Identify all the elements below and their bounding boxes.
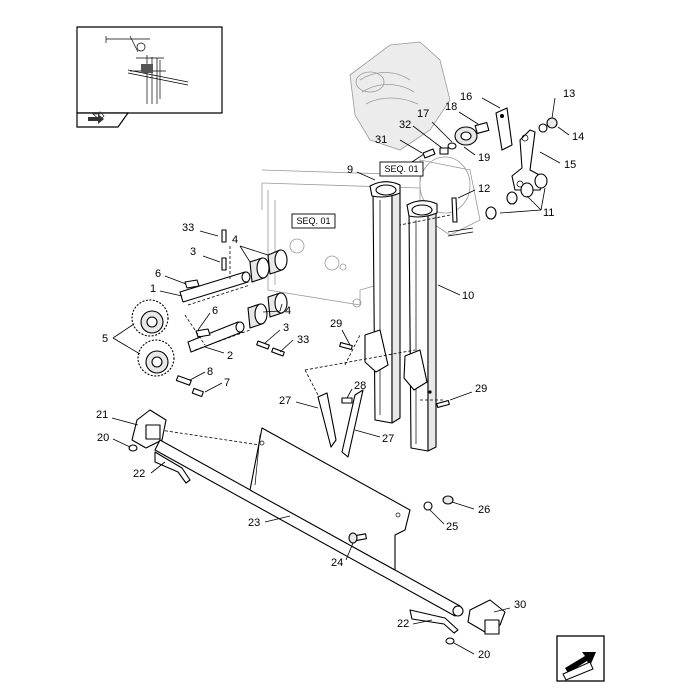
bolts-28-29 [339, 341, 450, 409]
callout-22-left[interactable]: 22 [133, 468, 145, 480]
seq-reference-mid-label: SEQ. 01 [296, 216, 330, 226]
callout-13[interactable]: 13 [563, 88, 575, 100]
shaft-1 [179, 271, 251, 303]
seq-reference-top-label: SEQ. 01 [384, 164, 418, 174]
seq-reference-top[interactable]: SEQ. 01 [379, 149, 431, 177]
nut-13-14 [538, 117, 558, 133]
washers-11 [485, 173, 548, 220]
callout-16[interactable]: 16 [460, 91, 472, 103]
bearing-assembly [422, 122, 490, 159]
callout-24[interactable]: 24 [331, 557, 343, 569]
link-plate-16 [495, 107, 513, 151]
clip-22-left [154, 451, 191, 484]
callout-12[interactable]: 12 [478, 183, 490, 195]
callout-5[interactable]: 5 [102, 333, 108, 345]
bolt-24 [348, 532, 367, 544]
washer-25-26 [423, 495, 454, 511]
callout-21[interactable]: 21 [96, 409, 108, 421]
clip-22-right [409, 609, 459, 645]
callout-4-top[interactable]: 4 [232, 234, 238, 246]
callout-18[interactable]: 18 [445, 101, 457, 113]
callout-20-left[interactable]: 20 [97, 432, 109, 444]
callout-4-bottom[interactable]: 4 [285, 305, 291, 317]
pins-small [175, 229, 285, 398]
callout-14[interactable]: 14 [572, 131, 584, 143]
callout-32[interactable]: 32 [399, 119, 411, 131]
callout-31[interactable]: 31 [375, 134, 387, 146]
pin-12 [447, 197, 474, 237]
frame-ghost [261, 41, 481, 308]
callout-33-top[interactable]: 33 [182, 222, 194, 234]
callout-27-right[interactable]: 27 [382, 433, 394, 445]
callout-layer: 13 16 17 18 14 31 32 19 15 9 12 11 [96, 88, 584, 661]
callout-15[interactable]: 15 [564, 159, 576, 171]
callout-10[interactable]: 10 [462, 290, 474, 302]
callout-11[interactable]: 11 [543, 207, 554, 219]
tray-plate [249, 427, 411, 571]
gears-5 [131, 299, 175, 377]
callout-17[interactable]: 17 [417, 108, 429, 120]
callout-9[interactable]: 9 [347, 164, 353, 176]
callout-8[interactable]: 8 [207, 366, 213, 378]
seq-reference-mid[interactable]: SEQ. 01 [291, 213, 336, 229]
double-arrow-icon [88, 111, 105, 124]
overview-thumbnail[interactable] [76, 26, 223, 128]
callout-2[interactable]: 2 [227, 350, 233, 362]
callout-25[interactable]: 25 [446, 521, 458, 533]
callout-30[interactable]: 30 [514, 599, 526, 611]
levers-27 [317, 389, 364, 458]
callout-28[interactable]: 28 [354, 380, 366, 392]
column-9 [369, 181, 401, 424]
callout-19[interactable]: 19 [478, 152, 490, 164]
callout-3-bottom[interactable]: 3 [283, 322, 289, 334]
shaft-2 [187, 321, 245, 353]
callout-7[interactable]: 7 [224, 377, 230, 389]
callout-27-left[interactable]: 27 [279, 395, 291, 407]
callout-33-bottom[interactable]: 33 [297, 334, 309, 346]
callout-22-right[interactable]: 22 [397, 618, 409, 630]
callout-6-bottom[interactable]: 6 [212, 305, 218, 317]
callout-20-right[interactable]: 20 [478, 649, 490, 661]
callout-29-upper[interactable]: 29 [330, 318, 342, 330]
callout-23[interactable]: 23 [248, 517, 260, 529]
callout-26[interactable]: 26 [478, 504, 490, 516]
callout-6-top[interactable]: 6 [155, 268, 161, 280]
next-page-arrow-icon[interactable] [556, 635, 605, 682]
guide-plates [364, 329, 428, 391]
callout-1[interactable]: 1 [150, 283, 156, 295]
bracket-21 [128, 409, 167, 452]
dashed-alignment [159, 214, 451, 446]
column-10 [406, 200, 438, 452]
bushings-4 [247, 249, 288, 329]
bracket-30 [467, 599, 506, 635]
callout-3-top[interactable]: 3 [190, 246, 196, 258]
callout-29-right[interactable]: 29 [475, 383, 487, 395]
